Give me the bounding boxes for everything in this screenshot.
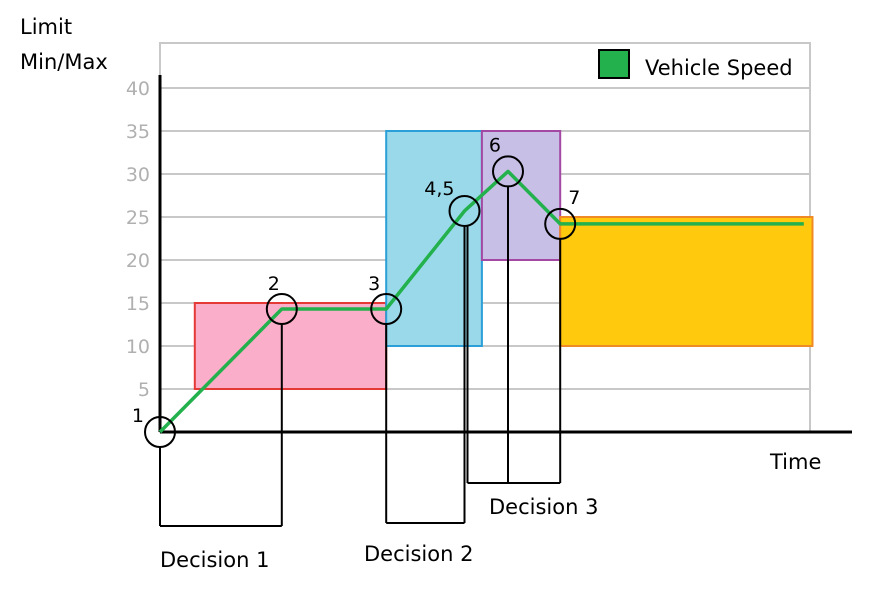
y-axis-label-line1: Limit: [20, 15, 72, 39]
decision-1-label: Decision 1: [160, 548, 269, 572]
marker-circle-3: [370, 293, 403, 326]
marker-label-2: 2: [268, 273, 280, 295]
limit-box-3: [480, 130, 562, 261]
legend: Vehicle Speed: [598, 49, 793, 80]
marker-circle-2: [265, 293, 298, 326]
marker-label-6: 7: [568, 187, 580, 209]
markers: 1 2 3 4,5 6 7: [132, 134, 580, 448]
y-tick-label: 5: [138, 379, 150, 401]
limit-box-4: [559, 216, 814, 347]
marker-label-5: 6: [489, 134, 501, 156]
series-line-vehicle-speed: [158, 169, 804, 434]
y-axis-label-line2: Min/Max: [20, 50, 108, 74]
marker-circle-1: [144, 416, 176, 448]
y-tick-label: 35: [126, 121, 150, 143]
y-tick-label: 10: [126, 336, 150, 358]
marker-label-1: 1: [132, 405, 144, 427]
marker-label-3: 3: [368, 273, 380, 295]
x-axis-label: Time: [769, 450, 821, 474]
legend-label: Vehicle Speed: [645, 56, 793, 80]
y-tick-label: 20: [126, 250, 150, 272]
decision-3-label: Decision 3: [489, 495, 598, 519]
series-group: [158, 169, 804, 434]
decision-brackets: Decision 1 Decision 2 Decision 3: [159, 186, 598, 572]
y-tick-labels: 5 10 15 20 25 30 35 40: [126, 78, 150, 401]
marker-circle-5: [492, 155, 524, 188]
decision-2-label: Decision 2: [364, 542, 473, 566]
y-tick-label: 15: [126, 293, 150, 315]
marker-circle-4: [448, 194, 481, 227]
axes: [158, 75, 852, 434]
y-tick-label: 30: [126, 164, 150, 186]
limit-box-1: [193, 302, 388, 390]
marker-label-4: 4,5: [424, 178, 454, 200]
y-tick-label: 25: [126, 207, 150, 229]
limit-boxes: [193, 130, 814, 390]
legend-swatch: [598, 49, 630, 79]
marker-circle-6: [544, 207, 577, 240]
y-tick-label: 40: [126, 78, 150, 100]
